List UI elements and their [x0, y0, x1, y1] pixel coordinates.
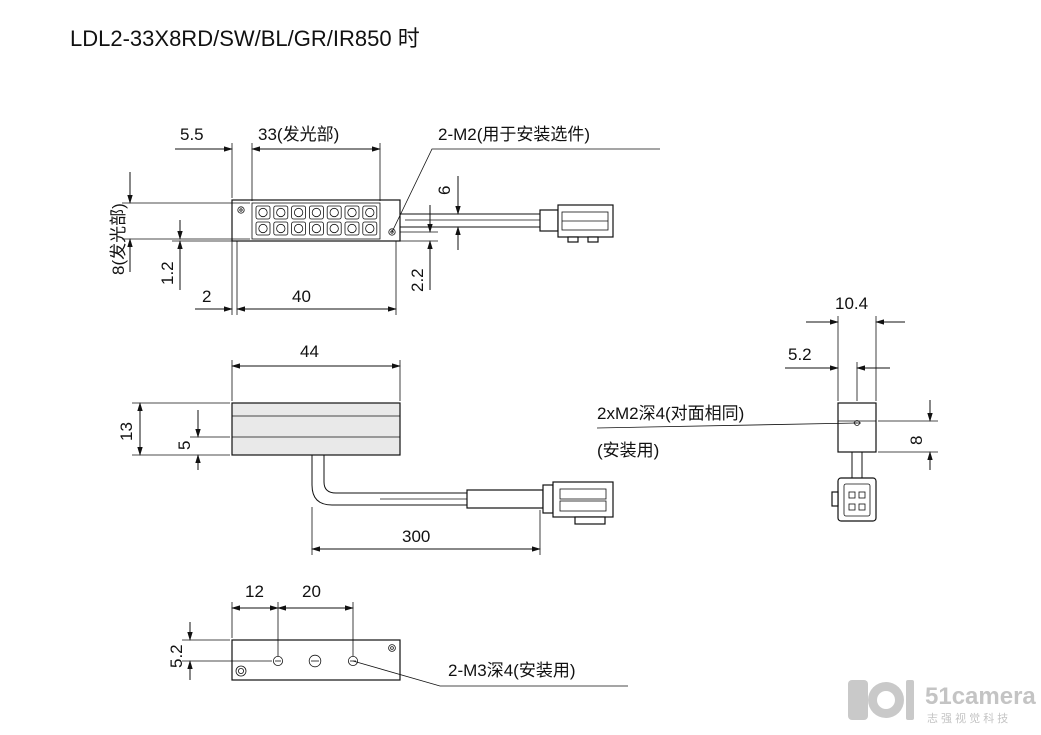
led-lens [293, 207, 304, 218]
top-cable [400, 213, 540, 228]
led-cell [362, 221, 378, 236]
hole-note-line1: 2xM2深4(对面相同) [597, 404, 744, 423]
screw-leader [391, 148, 660, 233]
drawing-title: LDL2-33X8RD/SW/BL/GR/IR850 时 [70, 26, 420, 51]
top-connector [539, 204, 614, 243]
dim-cable-height: 6 [435, 186, 454, 195]
camera-logo-icon [848, 680, 914, 720]
led-lens [365, 223, 375, 234]
led-grid [255, 205, 378, 236]
dim-pitch: 20 [302, 582, 321, 601]
led-lens [347, 207, 357, 218]
hole-note-line2: (安装用) [597, 441, 659, 460]
side-view: 44 13 5 300 [117, 342, 614, 555]
led-cell [255, 221, 271, 236]
led-lens [347, 223, 357, 234]
dim-half-width: 5.2 [788, 345, 812, 364]
top-view: 5.5 33(发光部) 2-M2(用于安装选件) 8(发光部) 1.2 2 40… [109, 125, 660, 315]
dim-length: 44 [300, 342, 319, 361]
led-cell [362, 205, 378, 220]
dim-first: 12 [245, 582, 264, 601]
dim-height: 13 [117, 422, 136, 441]
dim-emit-height: 8(发光部) [109, 203, 128, 275]
dim-hole-offset: 2.2 [408, 268, 427, 292]
led-lens [258, 207, 268, 218]
screw-hole-left [237, 206, 245, 214]
led-cell [273, 205, 289, 220]
dim-edge-bottom: 1.2 [158, 261, 177, 285]
watermark-brand: 51camera [925, 683, 1036, 710]
led-cell [291, 221, 307, 236]
led-lens [311, 207, 321, 218]
screw-note: 2-M2(用于安装选件) [438, 125, 590, 144]
bottom-view: 12 20 5.2 2-M3深4(安装用) [167, 582, 628, 687]
led-cell [308, 221, 324, 236]
led-lens [329, 207, 339, 218]
dim-vertical: 5.2 [167, 644, 186, 668]
dim-left-margin: 2 [202, 287, 211, 306]
led-cell [273, 221, 289, 236]
led-lens [293, 223, 304, 234]
dim-base-width: 40 [292, 287, 311, 306]
top-view-body [231, 199, 401, 242]
emitting-area [251, 202, 381, 240]
side-connector [542, 481, 614, 525]
end-view: 10.4 5.2 8 2xM2深4(对面相同) (安装用) [596, 294, 938, 522]
led-cell [291, 205, 307, 220]
led-cell [344, 205, 360, 220]
led-cell [308, 205, 324, 220]
hole-leader [596, 422, 858, 429]
bottom-view-body [231, 639, 401, 681]
m3-hole-note: 2-M3深4(安装用) [448, 661, 576, 680]
dim-half: 5 [175, 441, 194, 450]
led-lens [311, 223, 321, 234]
led-cell [255, 205, 271, 220]
led-lens [258, 223, 268, 234]
side-cable-inner [323, 455, 540, 494]
dim-offset: 5.5 [180, 125, 204, 144]
watermark: 51camera 志 强 视 觉 科 技 [848, 680, 1036, 725]
m3-leader [352, 660, 628, 687]
led-cell [326, 205, 342, 220]
screw-hole-right [388, 228, 396, 236]
end-view-body [837, 402, 877, 453]
dim-emit-width: 33(发光部) [258, 125, 339, 144]
dim-width: 10.4 [835, 294, 868, 313]
side-cable-outer [311, 455, 540, 506]
led-lens [365, 207, 375, 218]
watermark-subtitle: 志 强 视 觉 科 技 [927, 711, 1008, 725]
led-lens [276, 207, 286, 218]
led-lens [276, 223, 286, 234]
side-view-body [231, 402, 401, 456]
led-cell [344, 221, 360, 236]
led-cell [326, 221, 342, 236]
dim-end-height: 8 [907, 436, 926, 445]
led-lens [329, 223, 339, 234]
dim-cable: 300 [402, 527, 430, 546]
